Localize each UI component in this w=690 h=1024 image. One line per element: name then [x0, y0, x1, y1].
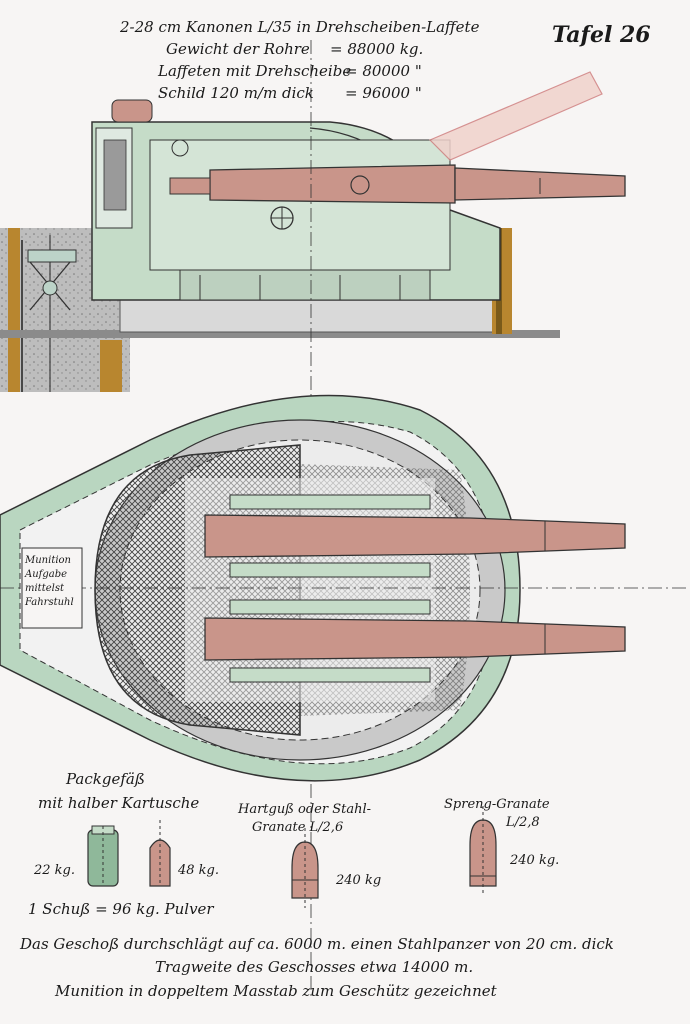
hoist-label-line: mittelst	[25, 583, 64, 594]
pack-weight-left: 22 kg.	[34, 863, 76, 878]
hoist-label: Munition Aufgabe mittelst Fahrstuhl	[25, 554, 74, 610]
wood-beam-lower	[100, 340, 122, 392]
explosive-shell	[469, 819, 497, 887]
observation-hood	[111, 99, 153, 123]
weight-value-barrels: = 88000 kg.	[330, 40, 424, 58]
weight-label-shield: Schild 120 m/m dick	[158, 84, 314, 102]
hoist-label-line: Munition	[25, 555, 71, 566]
weight-label-carriages: Laffeten mit Drehscheibe	[158, 62, 352, 80]
weight-value-shield: = 96000 "	[345, 84, 422, 102]
hardshell-title-1: Hartguß oder Stahl-	[238, 802, 372, 817]
pack-title-1: Packgefäß	[66, 770, 145, 788]
side-elevation	[0, 40, 626, 1000]
gun-barrel-upper	[204, 514, 626, 558]
caption-penetration: Das Geschoß durchschlägt auf ca. 6000 m.…	[20, 935, 614, 953]
ammunition-drawings	[87, 806, 497, 908]
explosive-weight: 240 kg.	[510, 853, 560, 868]
plate-number: Tafel 26	[552, 22, 651, 48]
hoist-label-line: Fahrstuhl	[25, 597, 74, 608]
ammunition-hoist-box	[21, 547, 83, 629]
shot-powder-note: 1 Schuß = 96 kg. Pulver	[28, 900, 214, 918]
caption-scale-note: Munition in doppeltem Masstab zum Geschü…	[55, 982, 497, 1000]
gun-barrel-side	[209, 164, 456, 204]
gun-barrel-lower	[204, 617, 626, 661]
hoist-tray	[27, 249, 77, 263]
hoist-label-line: Aufgabe	[25, 569, 68, 580]
gun-barrel-elevated-outline	[428, 71, 603, 161]
deck-floor	[0, 330, 560, 338]
weight-label-barrels: Gewicht der Rohre	[166, 40, 310, 58]
plan-view	[0, 394, 690, 782]
wood-beam-left	[8, 228, 20, 392]
caption-range: Tragweite des Geschosses etwa 14000 m.	[155, 958, 474, 976]
explosive-title-1: Spreng-Granate	[444, 797, 550, 812]
weight-value-carriages: = 80000 "	[345, 62, 422, 80]
hardshell-title-2: Granate L/2,6	[252, 820, 344, 835]
hardshell-weight: 240 kg	[336, 873, 382, 888]
pack-weight-right: 48 kg.	[178, 863, 220, 878]
explosive-title-2: L/2,8	[506, 815, 540, 830]
pack-title-2: mit halber Kartusche	[38, 794, 200, 812]
header-title: 2-28 cm Kanonen L/35 in Drehscheiben-Laf…	[120, 18, 480, 36]
